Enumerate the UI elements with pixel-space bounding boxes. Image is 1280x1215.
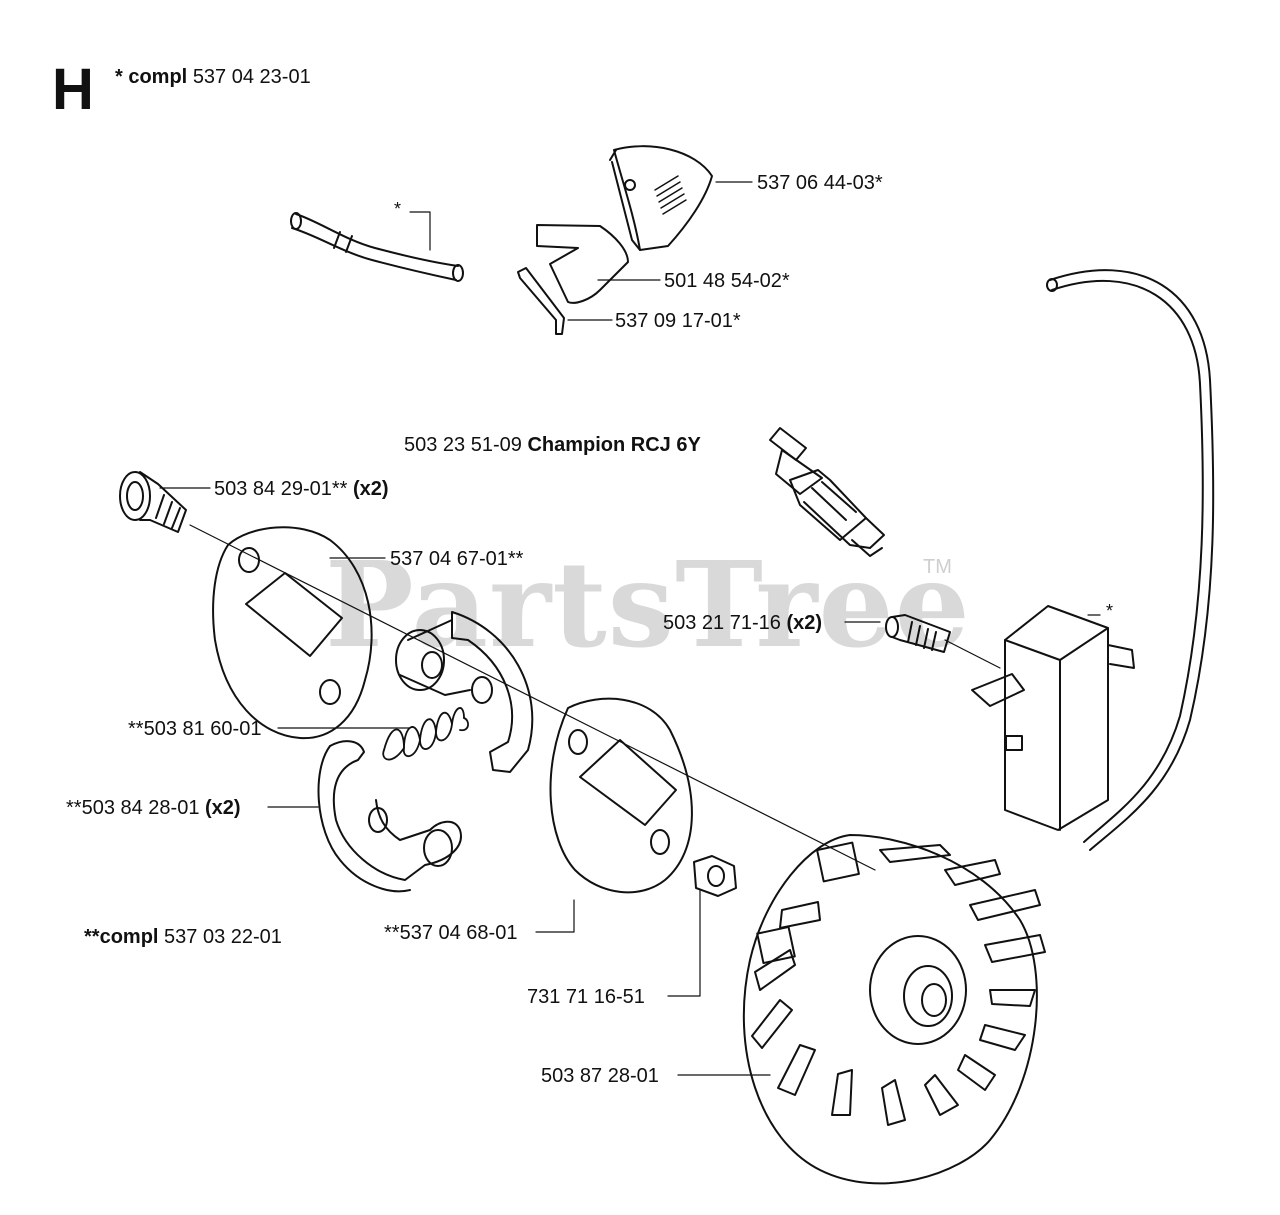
- clutch-shoe-upper: [395, 611, 534, 773]
- label-clutch-spring: **503 81 60-01: [128, 718, 262, 740]
- flywheel: [742, 834, 1046, 1185]
- label-flywheel: 503 87 28-01: [541, 1065, 659, 1087]
- watermark-trademark: TM: [923, 556, 952, 578]
- ignition-screw-qty: (x2): [786, 612, 823, 634]
- clutch-screw-number: 503 84 29-01**: [214, 478, 348, 500]
- label-fuel-hose-star: *: [394, 199, 402, 219]
- ignition-screw-number: 503 21 71-16: [663, 612, 781, 634]
- clutch-shoe-qty: (x2): [205, 797, 241, 819]
- assembly-axis: [189, 524, 876, 871]
- spark-plug-number: 503 23 51-09: [404, 434, 522, 456]
- clutch-screw: [119, 471, 187, 533]
- screw-axis: [944, 639, 1001, 669]
- label-air-deflector: 537 06 44-03*: [757, 172, 883, 194]
- label-ignition-screw: 503 21 71-16 (x2): [663, 612, 822, 634]
- label-clutch-plate-upper: 537 04 67-01**: [390, 548, 524, 570]
- clutch-plate-lower: [549, 697, 693, 894]
- watermark-logo: PartsTree: [325, 535, 971, 674]
- label-cover-plate: 501 48 54-02*: [664, 270, 790, 292]
- leader-lines: [159, 181, 1101, 1076]
- clutch-plate-upper: [212, 526, 373, 740]
- clutch-assembly-number: 537 03 22-01: [164, 926, 282, 948]
- spark-plug: [769, 427, 885, 557]
- clutch-shoe-number: **503 84 28-01: [66, 797, 200, 819]
- label-washer: 731 71 16-51: [527, 986, 645, 1008]
- label-clutch-assembly: **compl 537 03 22-01: [84, 926, 282, 948]
- label-clutch-screw: 503 84 29-01** (x2): [214, 478, 389, 500]
- fuel-hose-small: [290, 212, 464, 282]
- clutch-screw-qty: (x2): [353, 478, 389, 500]
- ignition-screw: [885, 614, 951, 653]
- assembly-kit-number: 537 04 23-01: [192, 66, 311, 88]
- clutch-shoe-lower: [317, 740, 462, 893]
- assembly-kit-label: * compl 537 04 23-01: [115, 66, 311, 88]
- section-letter: H: [52, 57, 94, 122]
- air-deflector: [609, 145, 713, 251]
- label-clutch-shoe: **503 84 28-01 (x2): [66, 797, 241, 819]
- label-clutch-plate-lower: **537 04 68-01: [384, 922, 518, 944]
- cover-plate: [536, 224, 629, 304]
- washer: [693, 855, 737, 897]
- label-spark-plug: 503 23 51-09 Champion RCJ 6Y: [404, 434, 701, 456]
- ignition-module: [971, 605, 1135, 831]
- bracket-pin: [517, 267, 565, 335]
- fuel-hose-long: [1046, 269, 1215, 851]
- label-bracket-pin: 537 09 17-01*: [615, 310, 741, 332]
- clutch-assembly-prefix: **compl: [84, 926, 159, 948]
- label-module-star: *: [1106, 601, 1114, 621]
- spark-plug-type: Champion RCJ 6Y: [527, 434, 701, 456]
- assembly-kit-prefix: * compl: [115, 66, 188, 88]
- clutch-spring: [382, 707, 469, 761]
